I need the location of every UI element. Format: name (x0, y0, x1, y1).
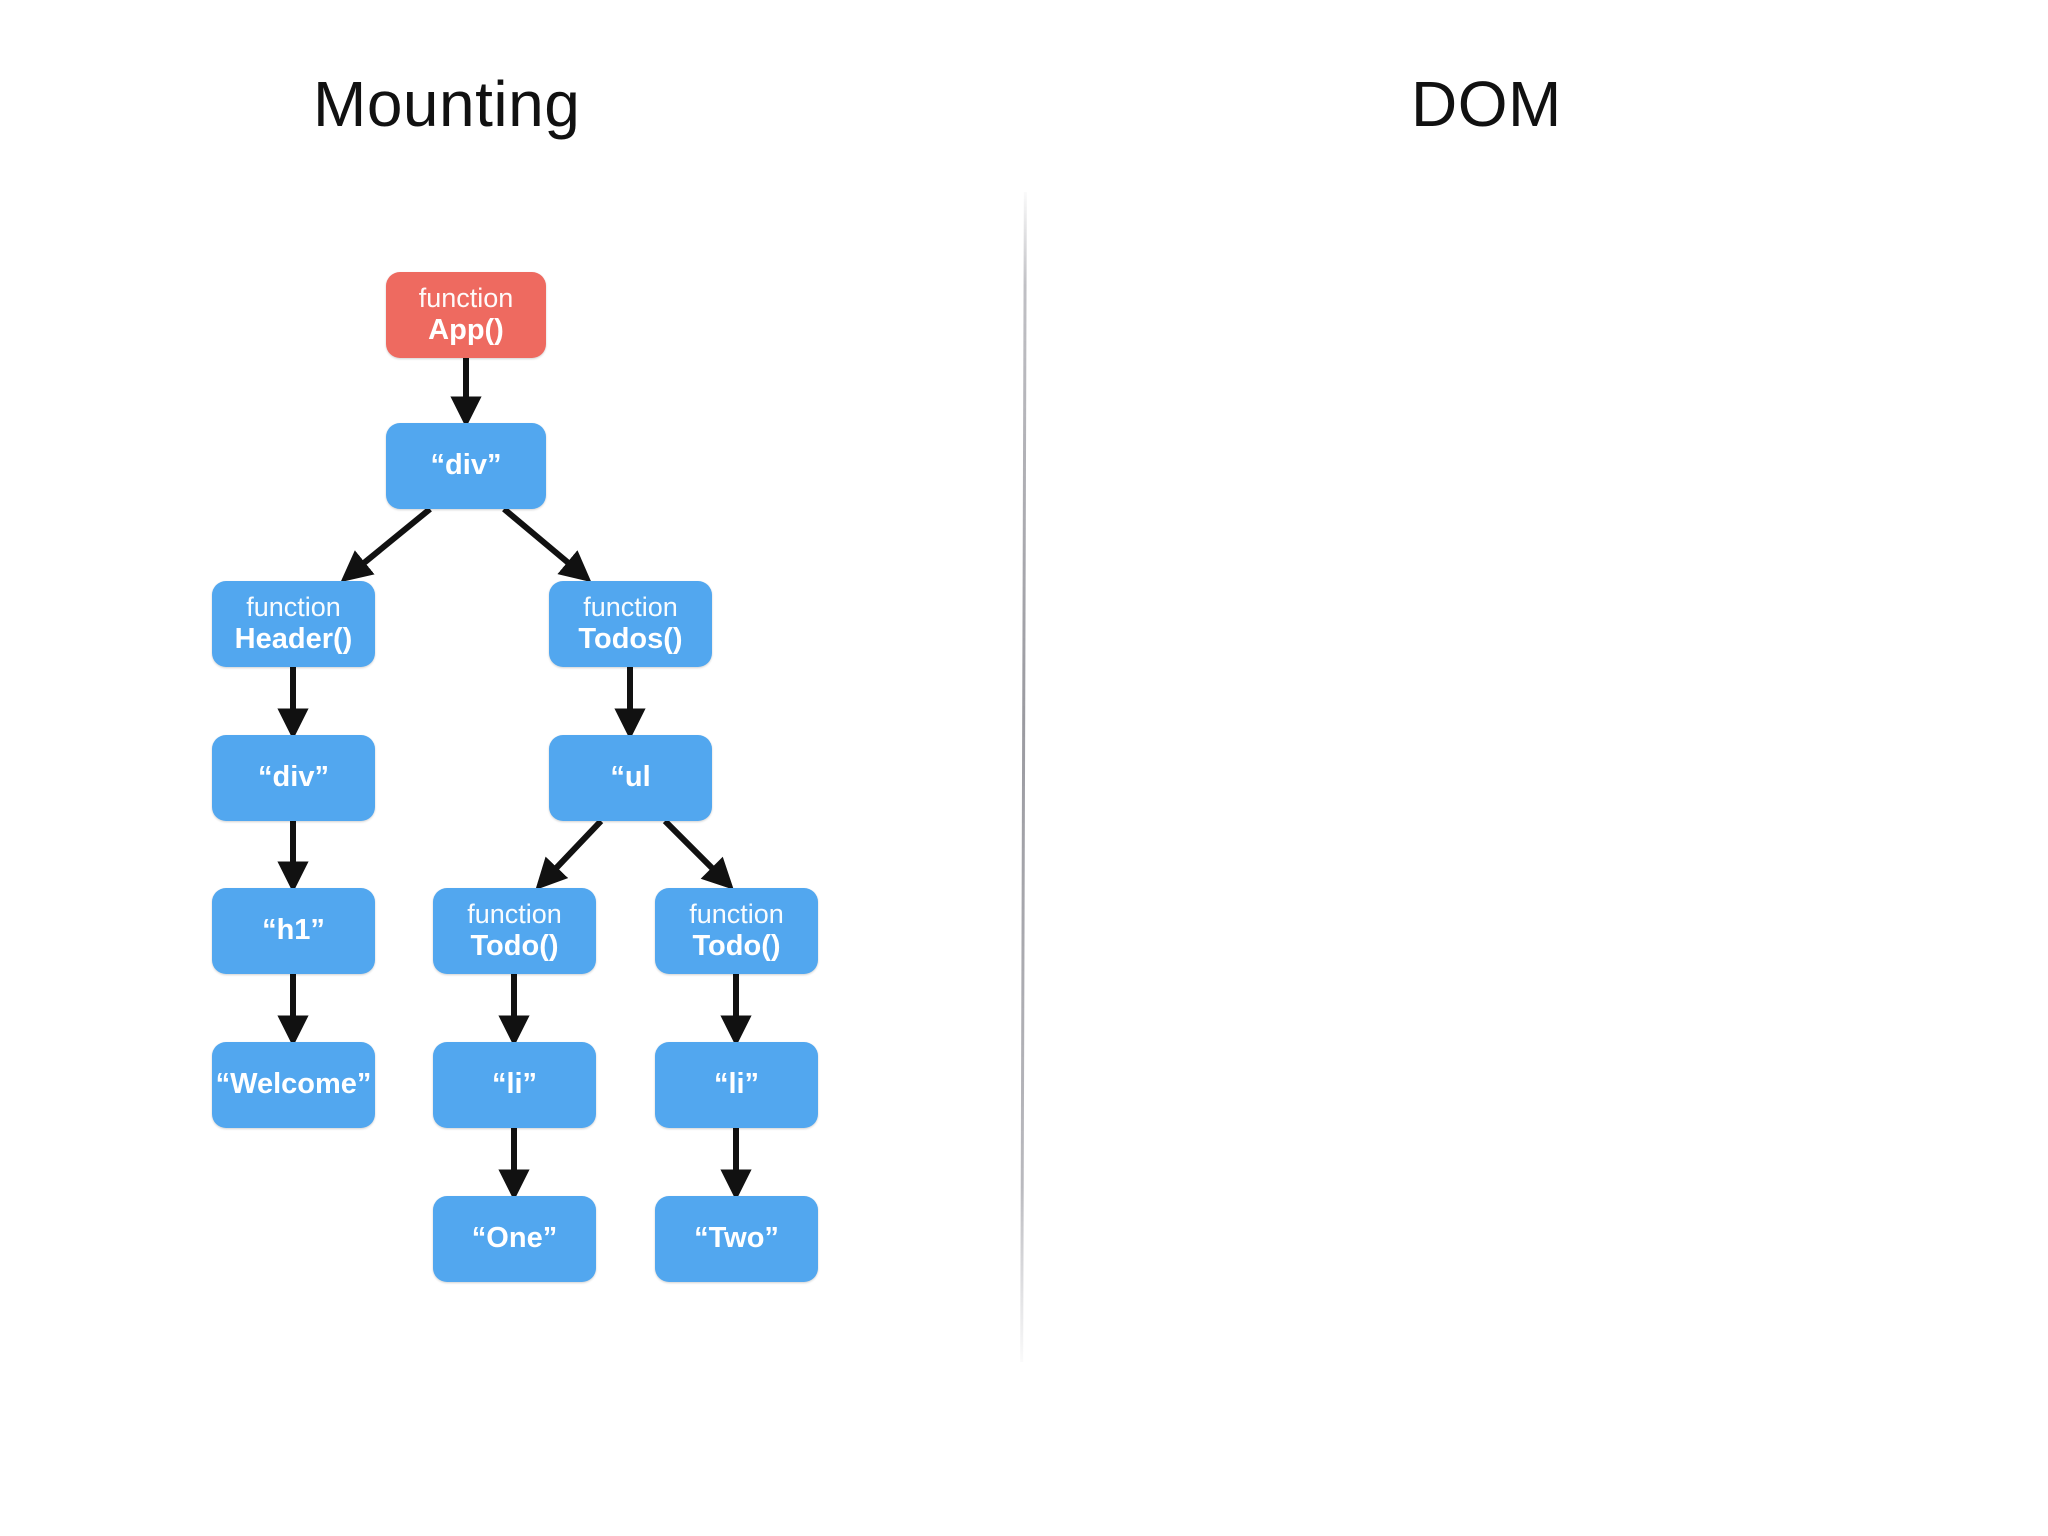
node-kind-label: function (418, 282, 514, 313)
tree-node-li-2: “li” (655, 1042, 818, 1128)
panel-divider (1020, 192, 1027, 1362)
node-element-label: “h1” (262, 914, 325, 947)
tree-node-two: “Two” (655, 1196, 818, 1282)
tree-node-welcome: “Welcome” (212, 1042, 375, 1128)
tree-node-h1: “h1” (212, 888, 375, 974)
node-function-name: App() (428, 313, 504, 346)
node-element-label: “ul (610, 761, 651, 794)
tree-edge-ul-to-todo-2 (662, 818, 734, 890)
node-element-label: “li” (713, 1068, 760, 1101)
node-element-label: “Welcome” (215, 1068, 372, 1101)
node-element-label: “li” (491, 1068, 538, 1101)
tree-node-div-root: “div” (386, 423, 546, 509)
tree-edge-ul-to-todo-1 (535, 818, 604, 890)
tree-node-ul: “ul (549, 735, 712, 821)
panel-title-dom: DOM (1411, 68, 1562, 140)
node-element-label: “Two” (694, 1222, 779, 1255)
node-function-name: Todo() (470, 929, 559, 962)
tree-edge-div-root-to-header (340, 506, 432, 583)
node-element-label: “div” (430, 449, 502, 482)
node-kind-label: function (246, 591, 341, 622)
tree-edge-div-root-to-todos (502, 506, 592, 583)
panel-title-mounting: Mounting (313, 68, 581, 140)
node-function-name: Header() (234, 622, 353, 655)
node-element-label: “div” (258, 761, 329, 794)
tree-node-one: “One” (433, 1196, 596, 1282)
node-function-name: Todos() (578, 622, 683, 655)
tree-node-li-1: “li” (433, 1042, 596, 1128)
node-kind-label: function (467, 898, 562, 929)
node-function-name: Todo() (692, 929, 781, 962)
node-kind-label: function (689, 898, 784, 929)
tree-node-div-hdr: “div” (212, 735, 375, 821)
node-kind-label: function (583, 591, 678, 622)
node-element-label: “One” (471, 1222, 558, 1255)
